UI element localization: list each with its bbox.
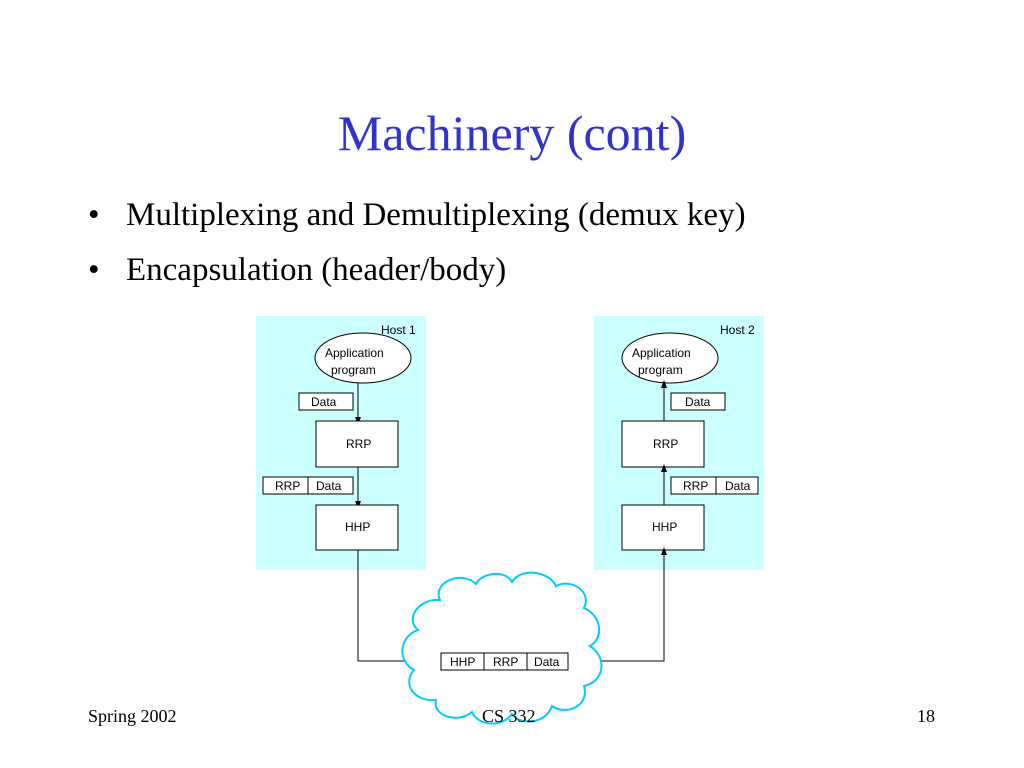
host2-hhp-label: HHP [652, 520, 677, 534]
bullet-list: • Multiplexing and Demultiplexing (demux … [88, 192, 746, 302]
host2-app-line1: Application [632, 346, 691, 360]
bullet-item: • Encapsulation (header/body) [88, 247, 746, 302]
host2-app-line2: program [638, 363, 683, 377]
host2-rrp-label: RRP [653, 437, 678, 451]
host1-app-ellipse [314, 332, 412, 384]
network-data-box [526, 652, 569, 671]
host2-hhp-box [621, 504, 705, 551]
host2-data-label: Data [685, 395, 711, 409]
host1-app-line2: program [331, 363, 376, 377]
host1-data-box [298, 392, 354, 411]
bullet-dot: • [88, 197, 100, 233]
bullet-dot: • [88, 252, 100, 288]
host1-rrp-box [315, 420, 399, 468]
bullet-item: • Multiplexing and Demultiplexing (demux … [88, 192, 746, 247]
footer-page-number: 18 [917, 706, 935, 726]
bullet-text: Encapsulation (header/body) [126, 252, 507, 288]
host2-rrp-data-box [715, 476, 759, 495]
network-rrp-label: RRP [493, 655, 518, 669]
network-cloud [401, 571, 603, 725]
footer-left: Spring 2002 [88, 706, 177, 726]
host1-rrp-data-label: Data [316, 479, 342, 493]
network-data-label: Data [534, 655, 560, 669]
footer-center: CS 332 [482, 706, 536, 726]
host2-data-box [670, 392, 726, 411]
host1-rrp-hdr-label: RRP [275, 479, 300, 493]
host2-label: Host 2 [720, 323, 755, 337]
host2-app-ellipse [621, 332, 719, 384]
host1-app-line1: Application [325, 346, 384, 360]
bullet-text: Multiplexing and Demultiplexing (demux k… [126, 197, 746, 233]
host2-rrp-data-label: Data [725, 479, 751, 493]
host1-rrp-label: RRP [346, 437, 371, 451]
host2-rrp-box [621, 420, 705, 468]
host1-rrp-data-box [307, 476, 354, 495]
host1-hhp-label: HHP [345, 520, 370, 534]
host2-rrp-hdr-label: RRP [683, 479, 708, 493]
host1-data-label: Data [311, 395, 337, 409]
network-hhp-label: HHP [450, 655, 475, 669]
slide-title: Machinery (cont) [337, 105, 687, 161]
host1-label: Host 1 [381, 323, 416, 337]
host1-hhp-box [315, 504, 399, 551]
